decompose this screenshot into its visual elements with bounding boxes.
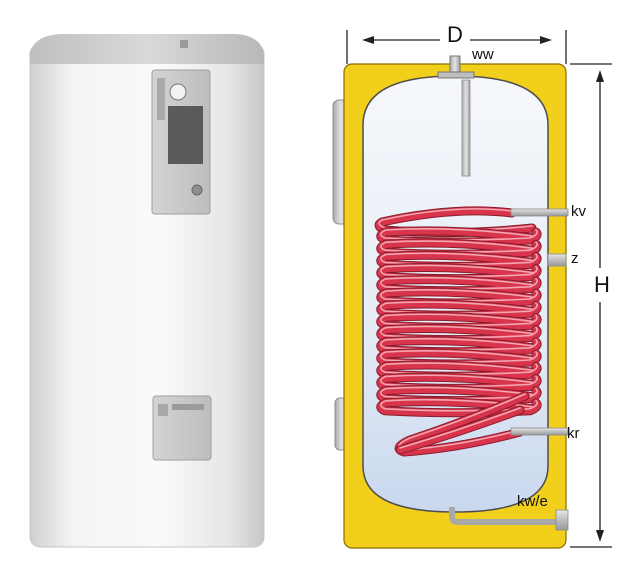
coil-highlight-6 [379,289,538,302]
knob-icon [191,184,203,196]
coil-highlight-11 [379,350,538,363]
dimension-arrowheads [362,36,604,542]
coil-highlight-20 [398,393,526,451]
thermostat-panel [151,69,211,215]
coil-highlight-1 [379,228,538,241]
diameter-label: D [447,22,463,47]
arrow-right-icon [540,36,552,44]
coil-highlight-3 [379,252,538,266]
arrow-down-icon [596,530,604,542]
kw-fitting [555,509,569,531]
kv-pipe [510,208,569,217]
z-fitting [547,253,567,267]
hot-water-connector [449,55,461,75]
coil-highlight-2 [379,240,538,253]
coil-turn-21 [396,406,524,454]
arrow-up-icon [596,70,604,82]
dimension-lines [346,30,612,548]
coil-highlight-4 [379,264,538,278]
coil-highlight-13 [379,374,538,388]
height-label: H [594,272,610,297]
coil-highlight-8 [379,313,538,327]
boiler-body [29,43,265,548]
arrow-left-icon [362,36,374,44]
heat-exchanger-coil [374,206,542,457]
coil-flow-label: kv [571,203,586,220]
coil-highlight-5 [379,276,538,290]
coil-highlight-14 [379,386,538,400]
cold-water-drain-label: kw/e [517,493,548,510]
thermometer-dial-icon [169,83,187,101]
cutaway-diagram [332,30,612,549]
coil-highlight-12 [379,362,538,375]
boiler-top-cover [30,34,264,64]
kw-pipe [449,507,560,525]
coil-highlight-9 [379,325,538,339]
coil-highlight-10 [379,337,538,351]
kr-pipe [510,427,569,436]
boiler-photo [29,34,265,548]
hot-water-label: ww [472,46,494,63]
top-valve [180,40,188,48]
circulation-label: z [571,250,579,267]
top-fitting [437,71,475,79]
coil-highlight-15 [379,398,538,412]
hot-water-pipe [461,79,471,177]
service-panel [152,395,212,461]
coil-highlight-7 [379,301,538,314]
coil-turn-15 [377,398,541,417]
coil-highlight-21 [399,407,521,449]
coil-return-label: kr [567,425,580,442]
